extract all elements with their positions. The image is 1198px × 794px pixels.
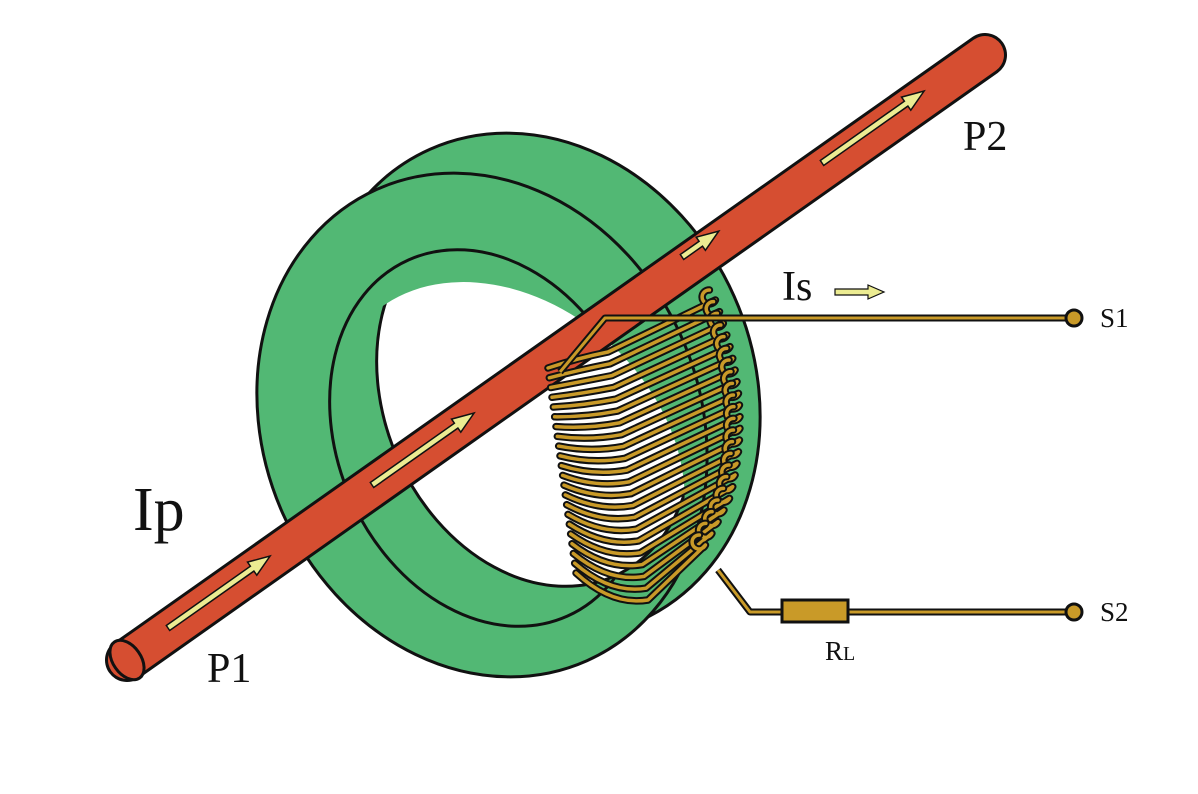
winding-turn	[562, 449, 741, 523]
label-r: R	[825, 636, 843, 666]
secondary-leads	[557, 284, 1084, 624]
label-ip: Ip	[133, 476, 185, 544]
label-s1: S1	[1100, 303, 1129, 333]
winding-turn	[566, 484, 734, 558]
conductor-end-cap	[108, 638, 146, 682]
current-arrow-4	[819, 89, 926, 167]
terminal-s2	[1064, 602, 1084, 622]
winding-turn	[556, 391, 744, 465]
secondary-current-arrow	[834, 284, 886, 300]
secondary-winding	[544, 286, 744, 605]
winding-turn	[569, 507, 722, 582]
terminal-s1	[1064, 308, 1084, 328]
primary-conductor	[105, 33, 1007, 682]
label-p2: P2	[963, 114, 1007, 160]
label-s2: S2	[1100, 597, 1129, 627]
label-l-subscript: L	[843, 643, 855, 665]
winding-turn	[557, 402, 744, 477]
winding-turn	[554, 379, 743, 454]
current-arrow-2	[369, 411, 476, 489]
lead-s2	[715, 567, 1072, 616]
winding-turn	[572, 531, 710, 605]
winding-turn	[558, 414, 744, 488]
winding-turn	[565, 472, 737, 546]
winding-turn	[561, 437, 743, 511]
load-resistor	[780, 598, 850, 624]
current-arrow-1	[165, 554, 272, 632]
winding-turn	[570, 519, 716, 593]
winding-turn	[568, 496, 728, 570]
label-p1: P1	[207, 646, 251, 692]
current-arrow-3	[679, 229, 721, 261]
label-is: Is	[782, 264, 812, 310]
winding-turn	[560, 426, 744, 500]
winding-turn	[564, 461, 739, 535]
primary-current-arrows	[165, 89, 926, 632]
label-rl: RL	[825, 636, 855, 666]
